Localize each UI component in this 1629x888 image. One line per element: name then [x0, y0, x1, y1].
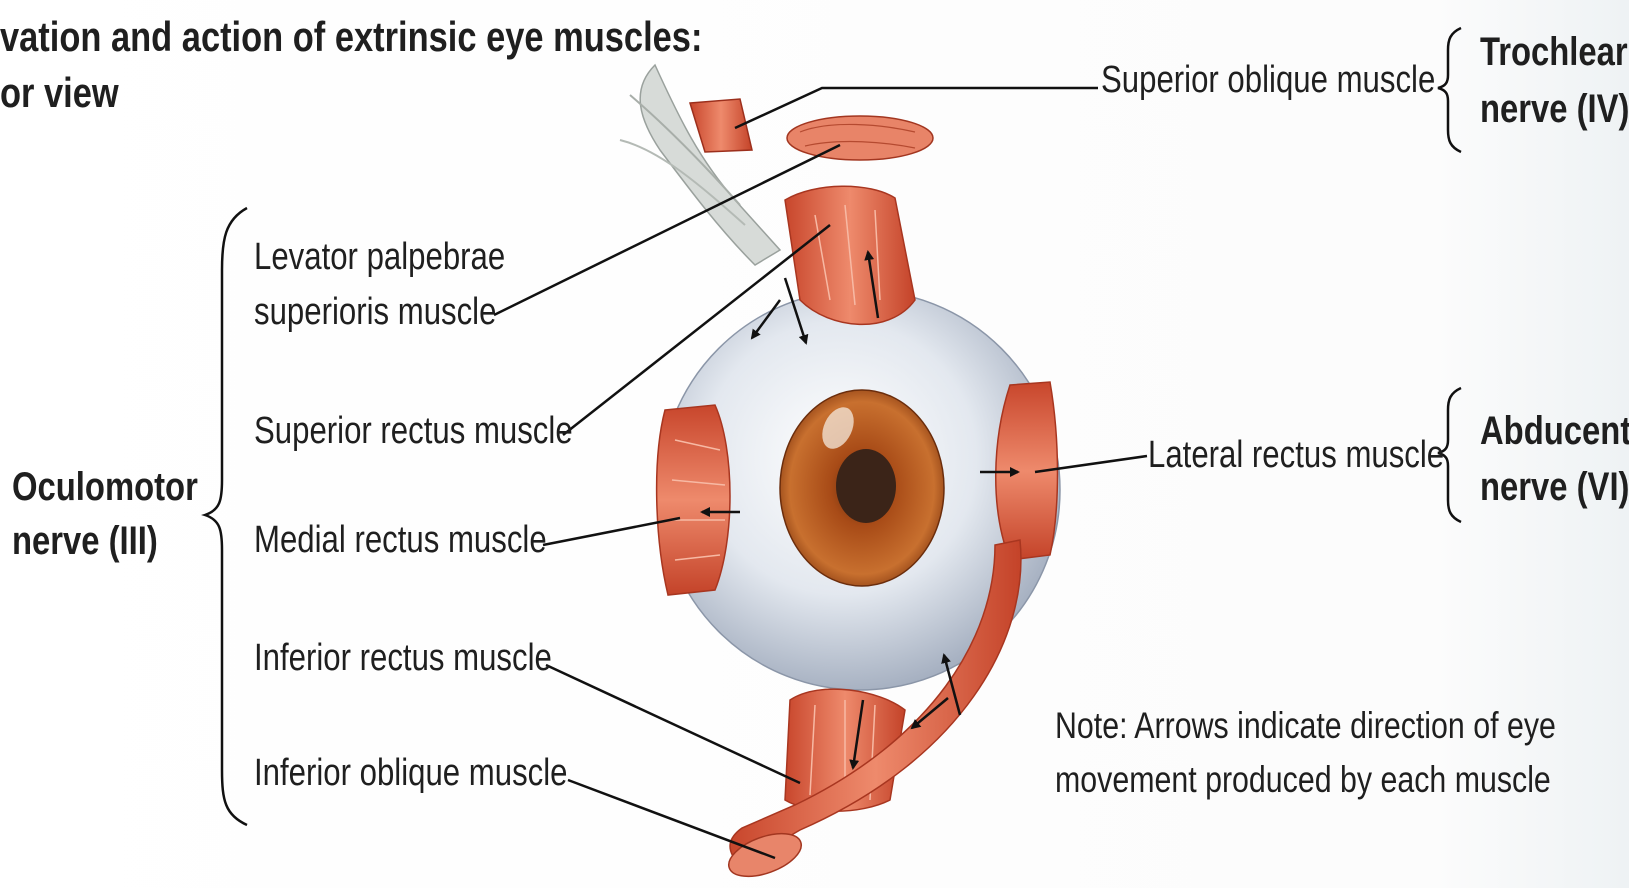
- trochlea-tendon: [620, 65, 780, 265]
- label-inferior-oblique: Inferior oblique muscle: [254, 753, 567, 795]
- trochlear-brace: [1438, 28, 1461, 152]
- label-superior-oblique: Superior oblique muscle: [1101, 60, 1435, 102]
- nerve-oculomotor-line2: nerve (III): [12, 514, 158, 568]
- levator-palpebrae-shape: [787, 116, 933, 160]
- label-superior-rectus: Superior rectus muscle: [254, 411, 573, 453]
- label-levator-line1: Levator palpebrae: [254, 237, 505, 279]
- oculomotor-brace: [205, 208, 247, 825]
- figure-title-line2: or view: [0, 70, 119, 116]
- medial-rectus-shape: [657, 405, 730, 595]
- leader-inferior-oblique: [568, 780, 775, 858]
- label-lateral-rectus: Lateral rectus muscle: [1148, 435, 1444, 477]
- label-levator-line2: superioris muscle: [254, 292, 496, 334]
- nerve-trochlear-line1: Trochlear: [1480, 25, 1628, 79]
- note-line1: Note: Arrows indicate direction of eye: [1055, 700, 1556, 752]
- note-line2: movement produced by each muscle: [1055, 754, 1551, 806]
- label-medial-rectus: Medial rectus muscle: [254, 520, 547, 562]
- leader-superior-oblique: [735, 88, 1098, 128]
- figure-title-line1: vation and action of extrinsic eye muscl…: [0, 14, 702, 60]
- label-inferior-rectus: Inferior rectus muscle: [254, 638, 552, 680]
- nerve-oculomotor-line1: Oculomotor: [12, 460, 198, 514]
- nerve-abducent-line2: nerve (VI): [1480, 460, 1629, 514]
- nerve-trochlear-line2: nerve (IV): [1480, 82, 1629, 136]
- leader-inferior-rectus: [546, 665, 800, 783]
- nerve-abducent-line1: Abducent: [1480, 404, 1629, 458]
- pupil: [836, 449, 896, 523]
